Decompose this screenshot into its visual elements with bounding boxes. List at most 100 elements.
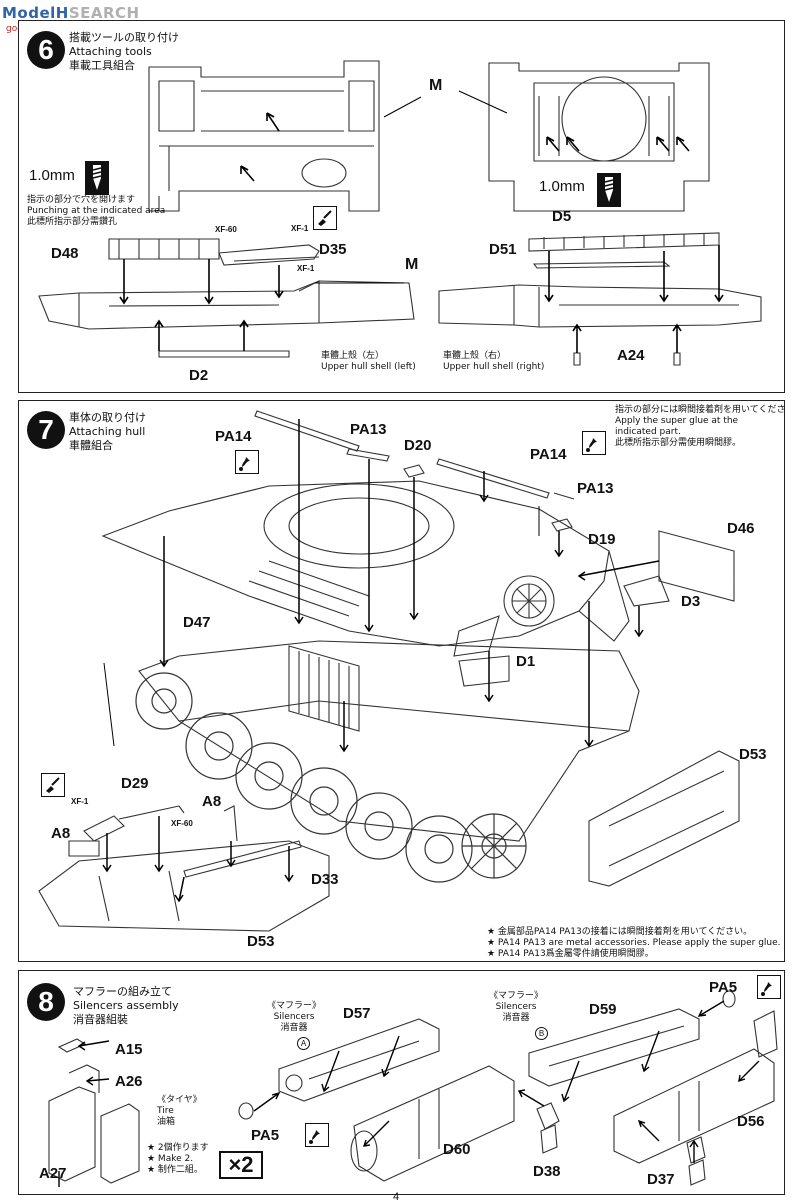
- make-note-ja: ★ 2個作ります: [147, 1143, 209, 1153]
- part-pa13-b: PA13: [577, 480, 614, 497]
- part-m-mid: M: [405, 256, 419, 273]
- punch-note-en: Punching at the indicated area: [27, 206, 166, 216]
- glue-note-zh: 此標所指示部分需使用瞬間膠。: [615, 438, 742, 448]
- metal-note-zh: ★ PA14 PA13爲金屬零件請使用瞬間膠。: [487, 949, 654, 959]
- metal-note: ★ 金属部品PA14 PA13の接着には瞬間接着剤を用いてください。 ★ PA1…: [487, 927, 781, 960]
- glue-note: 指示の部分には瞬間接着剤を用いてください。 Apply the super gl…: [615, 405, 785, 449]
- super-glue-icon-pa5-a: [305, 1123, 329, 1147]
- hull-right-caption: 車體上殼（右） Upper hull shell (right): [443, 351, 544, 373]
- step-6-number: 6: [27, 31, 65, 69]
- make-note-en: ★ Make 2.: [147, 1154, 194, 1164]
- drill-left-icon: [85, 161, 109, 195]
- part-d53-b: D53: [247, 933, 275, 950]
- part-d1: D1: [516, 653, 536, 670]
- silencer-a-zh: 消音器: [280, 1023, 308, 1033]
- drill-size-left: 1.0mm: [29, 167, 75, 184]
- part-pa14-b: PA14: [530, 446, 567, 463]
- silencer-b-mark: B: [535, 1027, 548, 1040]
- step-8-title: マフラーの組み立て Silencers assembly 消音器組裝: [73, 985, 179, 1027]
- watermark-brand-b: SEARCH: [68, 4, 140, 22]
- make-note: ★ 2個作ります ★ Make 2. ★ 制作二組。: [147, 1143, 209, 1176]
- hull-left-caption: 車體上殼（左） Upper hull shell (left): [321, 351, 416, 373]
- part-d60: D60: [443, 1141, 471, 1158]
- part-d33: D33: [311, 871, 339, 888]
- part-d35: D35: [319, 241, 347, 258]
- silencer-b-zh: 消音器: [502, 1013, 530, 1023]
- step-7-hull-drawing: [19, 401, 784, 961]
- part-pa13-a: PA13: [350, 421, 387, 438]
- page-number: 4: [393, 1191, 400, 1200]
- step-7-panel: 7 車体の取り付け Attaching hull 車體組合 指示の部分には瞬間接…: [18, 400, 785, 962]
- part-d57: D57: [343, 1005, 371, 1022]
- drill-size-right: 1.0mm: [539, 178, 585, 195]
- glue-note-en1: Apply the super glue at the: [615, 416, 739, 426]
- drill-right-icon: [597, 173, 621, 207]
- part-d59: D59: [589, 1001, 617, 1018]
- step-8-title-en: Silencers assembly: [73, 999, 179, 1012]
- hull-left-ja: 車體上殼（左）: [321, 351, 385, 361]
- tire-caption-en: Tire: [157, 1106, 174, 1116]
- part-a8-b: A8: [202, 793, 222, 810]
- paint-xf1-b: XF-1: [297, 264, 315, 273]
- part-d3: D3: [681, 593, 701, 610]
- silencer-a-ja: 《マフラー》: [267, 1001, 322, 1011]
- part-d47: D47: [183, 614, 211, 631]
- silencer-b-en: Silencers: [495, 1002, 537, 1012]
- make-note-zh: ★ 制作二組。: [147, 1165, 203, 1175]
- hull-right-en: Upper hull shell (right): [443, 362, 545, 372]
- times-two-badge: ×2: [219, 1151, 263, 1179]
- step-7-title-ja: 車体の取り付け: [69, 411, 146, 424]
- step-6-title: 搭載ツールの取り付け Attaching tools 車載工具組合: [69, 31, 179, 73]
- part-d46: D46: [727, 520, 755, 537]
- watermark-logo: ModelHSEARCH: [2, 4, 140, 22]
- paint-brush-icon: [313, 206, 337, 230]
- part-d29: D29: [121, 775, 149, 792]
- metal-note-ja: ★ 金属部品PA14 PA13の接着には瞬間接着剤を用いてください。: [487, 927, 753, 937]
- part-a27: A27: [39, 1165, 67, 1182]
- glue-note-en2: indicated part.: [615, 427, 681, 437]
- super-glue-icon-pa5-b: [757, 975, 781, 999]
- part-d19: D19: [588, 531, 616, 548]
- silencer-b-caption: 《マフラー》 Silencers 消音器: [489, 991, 543, 1024]
- part-d53-a: D53: [739, 746, 767, 763]
- step-8-number: 8: [27, 983, 65, 1021]
- silencer-a-mark: A: [297, 1037, 310, 1050]
- part-m-top: M: [429, 77, 443, 94]
- part-a26: A26: [115, 1073, 143, 1090]
- super-glue-icon-left: [235, 450, 259, 474]
- part-pa5-a: PA5: [251, 1127, 280, 1144]
- step-8-drawing: [19, 971, 784, 1194]
- step-6-title-zh: 車載工具組合: [69, 59, 135, 72]
- part-d37: D37: [647, 1171, 675, 1188]
- punch-note: 指示の部分で穴を開けます Punching at the indicated a…: [27, 195, 165, 228]
- silencer-b-ja: 《マフラー》: [489, 991, 544, 1001]
- part-d5: D5: [552, 208, 572, 225]
- step-6-title-en: Attaching tools: [69, 45, 152, 58]
- step-6-arrows: [19, 21, 784, 392]
- silencer-a-en: Silencers: [273, 1012, 315, 1022]
- tire-caption-zh: 油箱: [157, 1117, 176, 1127]
- part-d38: D38: [533, 1163, 561, 1180]
- glue-note-ja: 指示の部分には瞬間接着剤を用いてください。: [615, 405, 785, 415]
- silencer-a-caption: 《マフラー》 Silencers 消音器: [267, 1001, 321, 1034]
- paint-xf1-step7: XF-1: [71, 797, 89, 806]
- part-a8-a: A8: [51, 825, 71, 842]
- part-pa5-b: PA5: [709, 979, 738, 996]
- super-glue-icon-top: [582, 431, 606, 455]
- part-d20: D20: [404, 437, 432, 454]
- step-7-arrows: [19, 401, 784, 961]
- step-6-hull-drawing: [19, 21, 784, 392]
- step-7-title-zh: 車體組合: [69, 439, 113, 452]
- hull-right-ja: 車體上殼（右）: [443, 351, 507, 361]
- part-a24: A24: [617, 347, 645, 364]
- step-8-title-zh: 消音器組裝: [73, 1013, 128, 1026]
- part-d51: D51: [489, 241, 517, 258]
- punch-note-zh: 此標所指示部分需鑽孔: [27, 217, 118, 227]
- tire-caption: 《タイヤ》 Tire 油箱: [157, 1095, 202, 1128]
- punch-note-ja: 指示の部分で穴を開けます: [27, 195, 136, 205]
- step-6-title-ja: 搭載ツールの取り付け: [69, 31, 179, 44]
- step-7-number: 7: [27, 411, 65, 449]
- step-8-panel: 8 マフラーの組み立て Silencers assembly 消音器組裝: [18, 970, 785, 1195]
- hull-left-en: Upper hull shell (left): [321, 362, 416, 372]
- step-7-title: 車体の取り付け Attaching hull 車體組合: [69, 411, 146, 453]
